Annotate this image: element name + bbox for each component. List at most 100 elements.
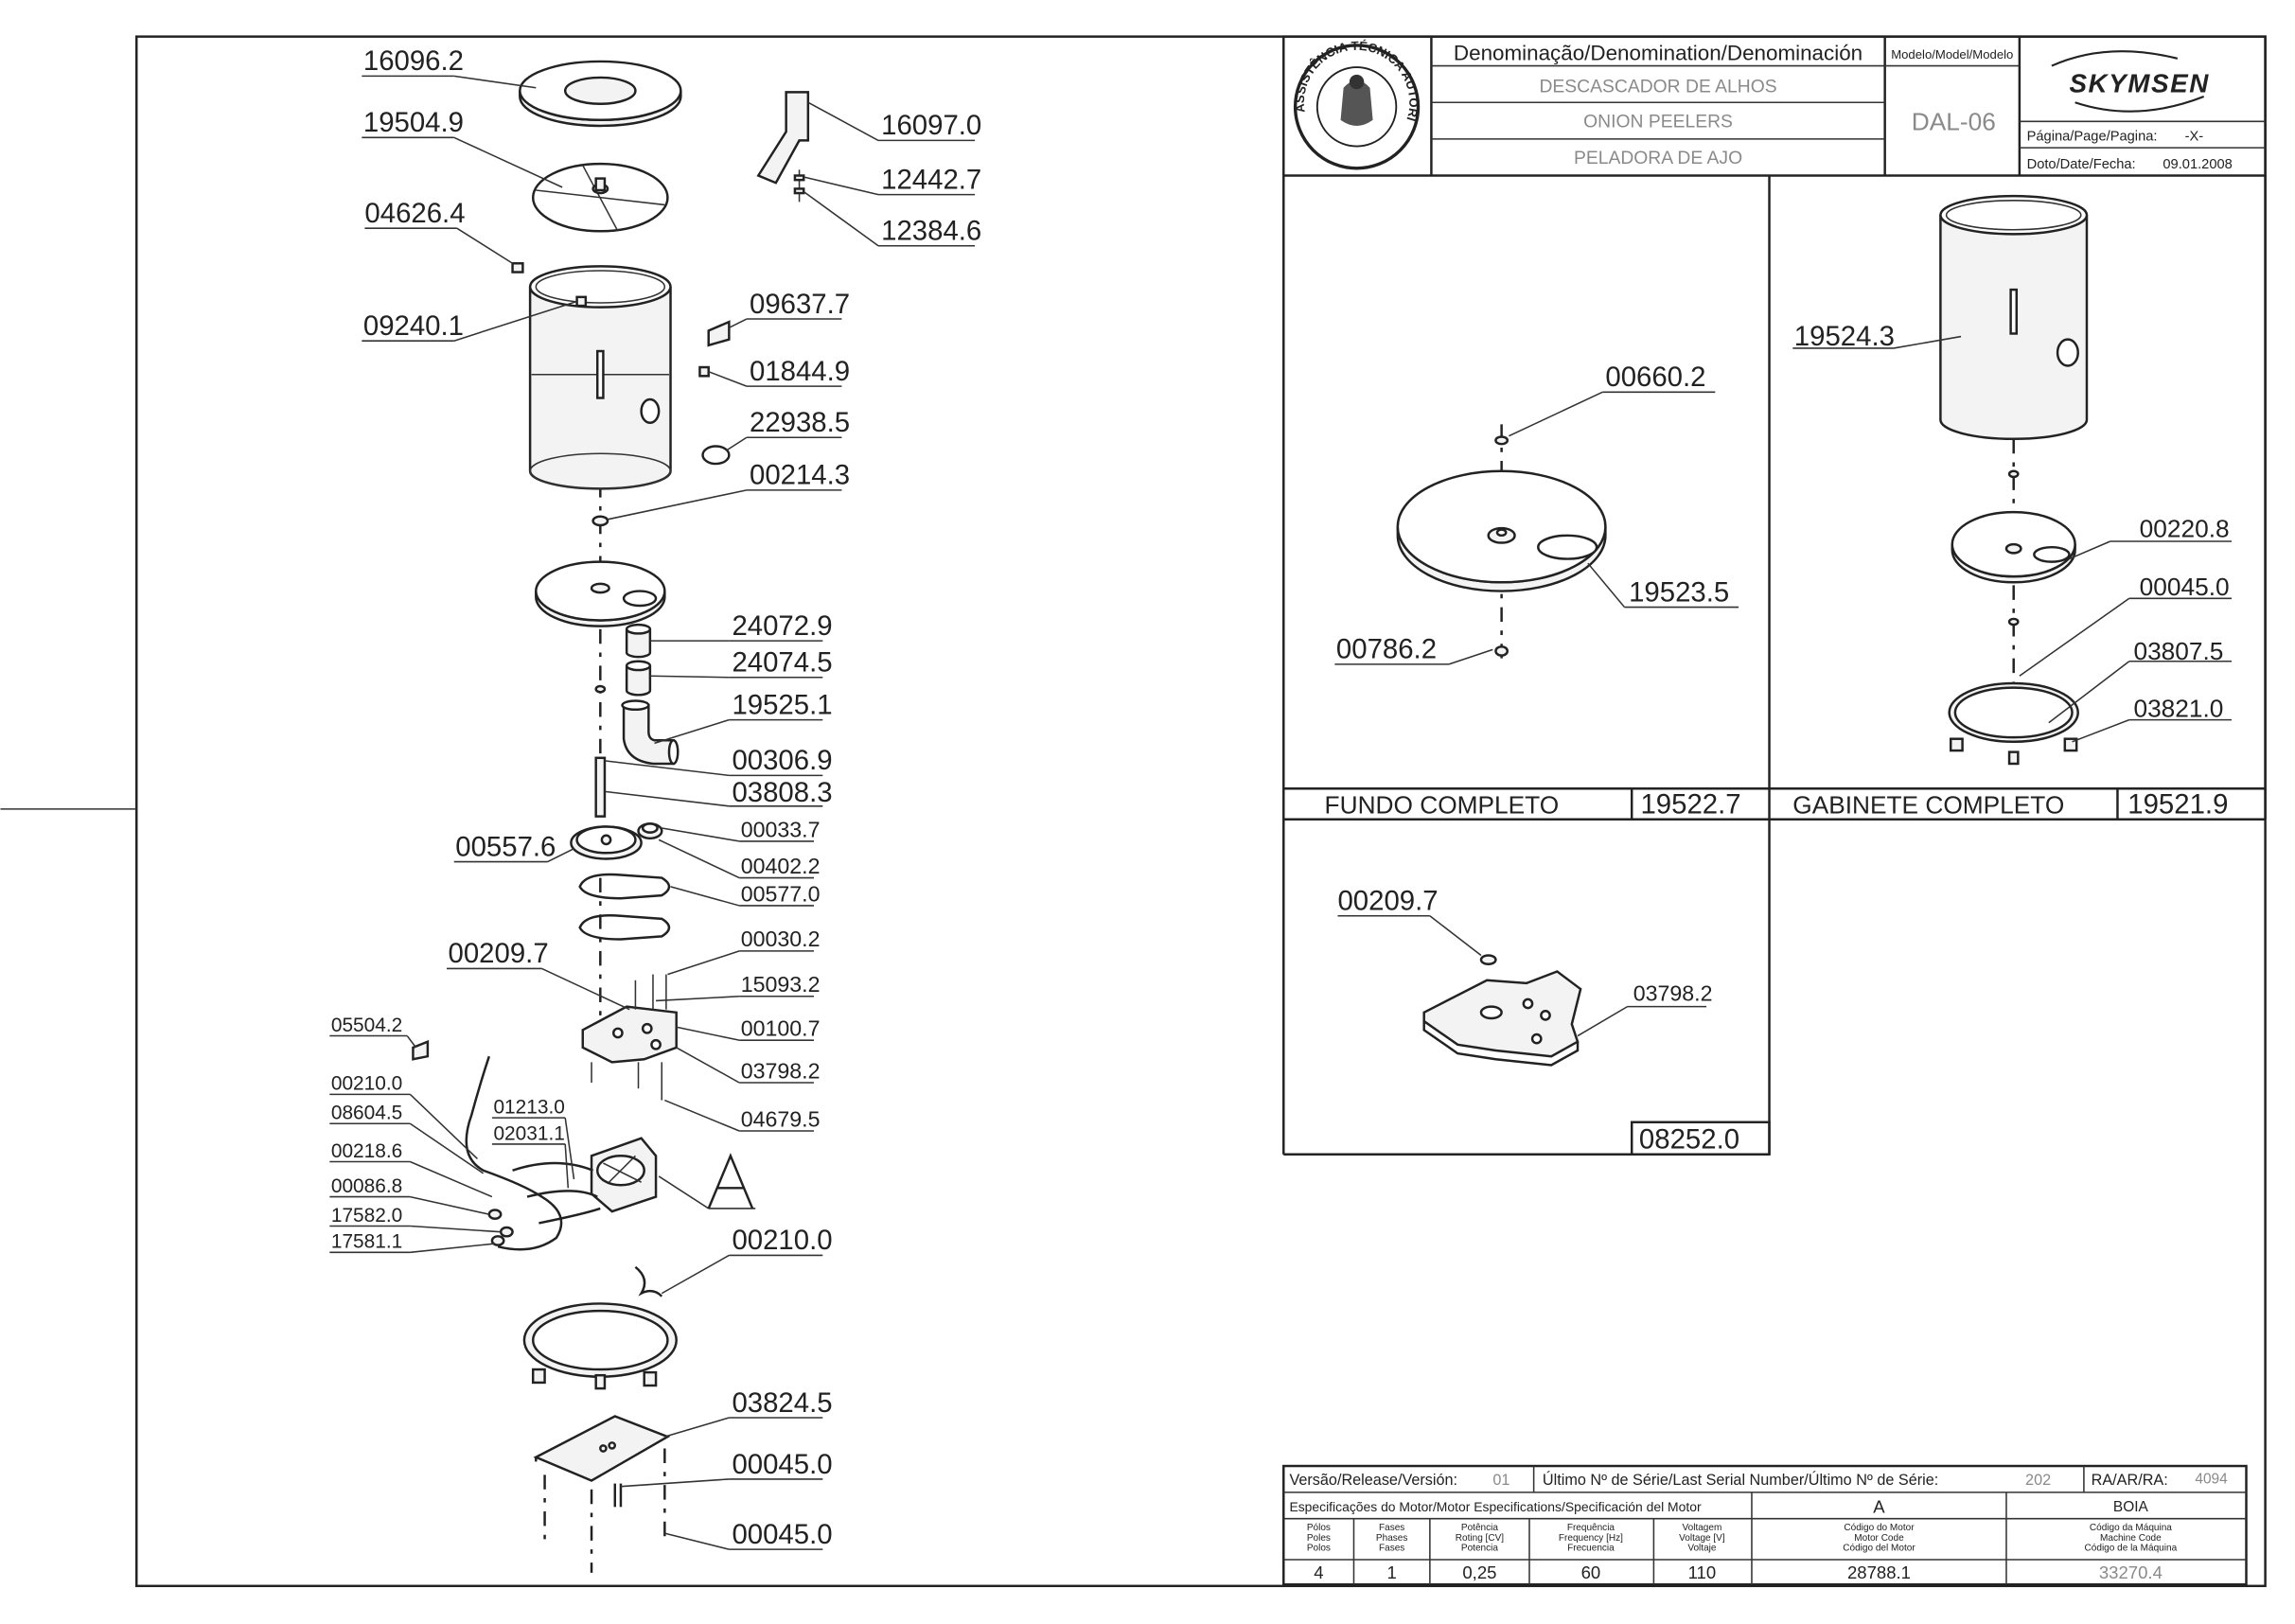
- part-label: 19523.5: [1629, 576, 1729, 608]
- part-label: 00209.7: [449, 938, 549, 969]
- part-label: 16096.2: [363, 45, 464, 77]
- phases-value: 1: [1387, 1562, 1397, 1582]
- part-label: 22938.5: [750, 407, 850, 438]
- svg-text:Código del Motor: Código del Motor: [1843, 1544, 1915, 1554]
- spec-values: 4 1 0,25 60 110 28788.1 33270.4: [1314, 1562, 2163, 1582]
- part-label: 09637.7: [750, 289, 850, 320]
- svg-text:Frequência: Frequência: [1567, 1523, 1615, 1533]
- svg-text:Poles: Poles: [1307, 1533, 1331, 1544]
- part-label: 03821.0: [2133, 695, 2223, 723]
- part-label: 00045.0: [732, 1519, 832, 1550]
- part-label: 16097.0: [881, 110, 981, 141]
- part-label: 19504.9: [363, 107, 464, 138]
- svg-text:Voltage [V]: Voltage [V]: [1679, 1533, 1725, 1544]
- part-label: 00218.6: [331, 1140, 402, 1162]
- base-panel-code: 08252.0: [1639, 1124, 1739, 1156]
- main-exploded-view: [329, 60, 976, 1573]
- part-label: 00402.2: [741, 854, 821, 878]
- base-plate-drawing: [1337, 914, 1707, 1067]
- motor-letter: A: [1873, 1497, 1885, 1517]
- part-label: 00030.2: [741, 927, 821, 951]
- part-label: 00045.0: [2140, 573, 2230, 601]
- svg-text:Fases: Fases: [1379, 1544, 1404, 1554]
- part-label: 12442.7: [881, 164, 981, 195]
- svg-text:Potência: Potência: [1461, 1523, 1498, 1533]
- part-label: 19524.3: [1794, 321, 1895, 352]
- page-value: -X-: [2185, 129, 2204, 144]
- svg-text:Polos: Polos: [1307, 1544, 1331, 1554]
- svg-text:Phases: Phases: [1376, 1533, 1407, 1544]
- part-label: 17582.0: [331, 1205, 402, 1227]
- part-label: 00220.8: [2140, 514, 2230, 542]
- part-label: 03798.2: [741, 1058, 821, 1083]
- fundo-panel-title: FUNDO COMPLETO: [1325, 791, 1560, 820]
- power-value: 0,25: [1462, 1562, 1496, 1582]
- skymsen-logo: SKYMSEN: [2051, 50, 2209, 113]
- gabinete-panel-title: GABINETE COMPLETO: [1792, 791, 2064, 820]
- part-label: 00033.7: [741, 817, 821, 841]
- part-label: 19525.1: [732, 689, 832, 720]
- date-value: 09.01.2008: [2163, 157, 2232, 172]
- part-label: 12384.6: [881, 216, 981, 247]
- fundo-panel-code: 19522.7: [1640, 789, 1740, 821]
- ra-label: RA/AR/RA:: [2092, 1472, 2168, 1489]
- serial-label: Último Nº de Série/Last Serial Number/Úl…: [1543, 1471, 1938, 1489]
- ra-value: 4094: [2195, 1472, 2228, 1488]
- svg-text:Voltagem: Voltagem: [1682, 1523, 1721, 1533]
- version-value: 01: [1492, 1472, 1509, 1489]
- part-label: 04679.5: [741, 1106, 821, 1131]
- part-label: 01213.0: [493, 1096, 564, 1118]
- svg-text:Machine Code: Machine Code: [2100, 1533, 2162, 1544]
- part-label: 24072.9: [732, 610, 832, 642]
- machine-code-value: 33270.4: [2099, 1562, 2163, 1582]
- part-label: 01844.9: [750, 356, 850, 387]
- svg-text:Roting [CV]: Roting [CV]: [1456, 1533, 1505, 1544]
- part-label: 17581.1: [331, 1231, 402, 1253]
- part-label: 00086.8: [331, 1175, 402, 1197]
- svg-text:Voltaje: Voltaje: [1687, 1544, 1717, 1554]
- gabinete-panel-code: 19521.9: [2127, 789, 2228, 821]
- svg-text:Código da Máquina: Código da Máquina: [2090, 1523, 2172, 1533]
- part-label: 00210.0: [331, 1073, 402, 1095]
- part-label: 00210.0: [732, 1225, 832, 1256]
- model-value: DAL-06: [1912, 108, 1996, 136]
- motor-code-value: 28788.1: [1847, 1562, 1911, 1582]
- part-label: 03798.2: [1633, 980, 1713, 1005]
- part-label: 03824.5: [732, 1387, 832, 1419]
- part-label: 00306.9: [732, 745, 832, 776]
- part-label: 00786.2: [1336, 634, 1437, 665]
- part-label: 03807.5: [2133, 637, 2223, 665]
- part-label: 04626.4: [364, 198, 465, 229]
- fundo-assembly-drawing: [1334, 391, 1739, 665]
- part-label: 24074.5: [732, 647, 832, 679]
- svg-text:Código de la Máquina: Código de la Máquina: [2085, 1544, 2178, 1554]
- brand-logo-text: SKYMSEN: [2069, 68, 2209, 97]
- svg-text:Pólos: Pólos: [1307, 1523, 1331, 1533]
- motor-spec-label: Especificações do Motor/Motor Especifica…: [1289, 1499, 1702, 1514]
- svg-text:Potencia: Potencia: [1461, 1544, 1498, 1554]
- part-label: 00660.2: [1605, 362, 1705, 393]
- version-label: Versão/Release/Versión:: [1289, 1472, 1457, 1489]
- page-label: Página/Page/Pagina:: [2027, 129, 2158, 144]
- voltage-value: 110: [1688, 1562, 1717, 1582]
- part-label: 00100.7: [741, 1016, 821, 1041]
- gabinete-assembly-drawing: [1792, 194, 2233, 766]
- product-name-en: ONION PEELERS: [1583, 112, 1733, 132]
- svg-text:Motor Code: Motor Code: [1854, 1533, 1904, 1544]
- denomination-header: Denominação/Denomination/Denominación: [1454, 41, 1862, 64]
- svg-text:Frequency [Hz]: Frequency [Hz]: [1559, 1533, 1623, 1544]
- part-label: 00209.7: [1337, 886, 1438, 917]
- main-part-labels: 16096.2 19504.9 04626.4 09240.1 16097.0 …: [331, 45, 981, 1550]
- frequency-value: 60: [1581, 1562, 1601, 1582]
- model-header: Modelo/Model/Modelo: [1891, 47, 2013, 62]
- poles-value: 4: [1314, 1562, 1323, 1582]
- part-label: 00214.3: [750, 460, 850, 491]
- part-label: 02031.1: [493, 1122, 564, 1144]
- product-name-es: PELADORA DE AJO: [1574, 149, 1742, 168]
- spec-column-headers: Pólos Poles Polos Fases Phases Fases Pot…: [1307, 1523, 2178, 1554]
- part-label: 05504.2: [331, 1015, 402, 1036]
- part-label: 08604.5: [331, 1103, 402, 1124]
- spec-table: [1282, 1464, 2248, 1586]
- svg-text:Código do Motor: Código do Motor: [1844, 1523, 1915, 1533]
